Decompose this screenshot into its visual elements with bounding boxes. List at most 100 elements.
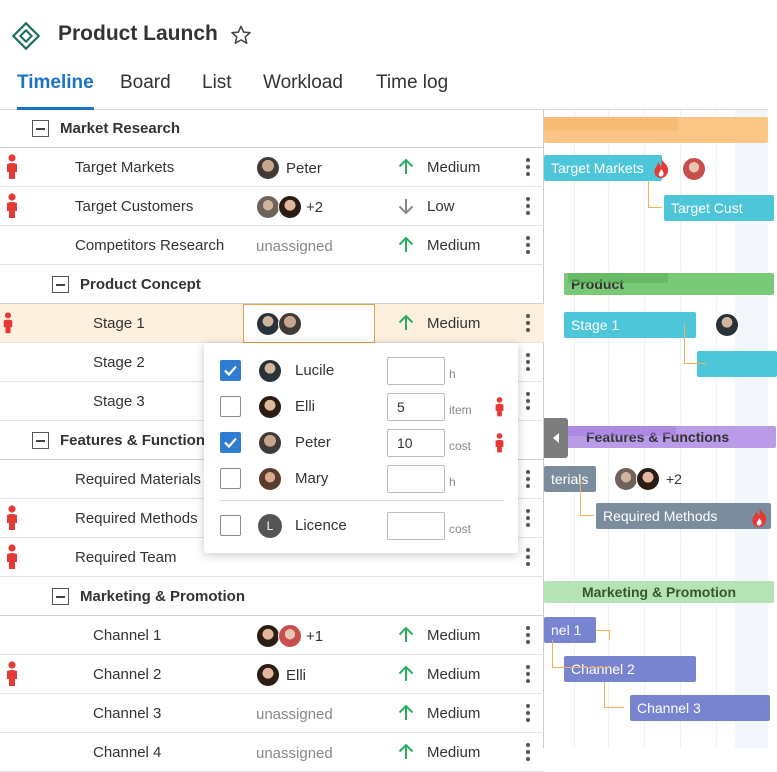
assignee-option[interactable]: Petercost <box>204 429 518 460</box>
tab-board[interactable]: Board <box>120 72 171 93</box>
gantt-task-bar[interactable]: nel 1 <box>544 617 596 643</box>
priority-cell[interactable]: Medium <box>396 157 480 177</box>
task-name[interactable]: Required Team <box>75 549 177 566</box>
tab-time-log[interactable]: Time log <box>376 72 449 93</box>
assignee-cell[interactable]: unassigned <box>256 740 333 766</box>
collapse-toggle[interactable] <box>32 120 49 137</box>
gantt-task-bar[interactable]: Channel 2 <box>564 656 696 682</box>
collapse-toggle[interactable] <box>32 432 49 449</box>
row-menu-icon[interactable] <box>522 158 534 178</box>
gantt-task-bar[interactable]: terials <box>544 466 596 492</box>
row-menu-icon[interactable] <box>522 704 534 724</box>
assignee-cell[interactable]: +2 <box>256 194 323 220</box>
task-name[interactable]: Required Materials <box>75 471 201 488</box>
assignee-checkbox[interactable] <box>220 432 241 453</box>
assignee-option[interactable]: Elliitem <box>204 393 518 424</box>
assignee-cell[interactable]: unassigned <box>256 701 333 727</box>
task-name[interactable]: Channel 4 <box>93 744 162 761</box>
table-row[interactable]: Target Markets Peter Medium <box>0 148 544 187</box>
assignee-checkbox[interactable] <box>220 396 241 417</box>
avatar <box>256 663 280 687</box>
table-row[interactable]: Channel 2 Elli Medium <box>0 655 544 694</box>
priority-cell[interactable]: Medium <box>396 742 480 762</box>
table-group-row[interactable]: Product Concept <box>0 265 544 304</box>
assignee-checkbox[interactable] <box>220 468 241 489</box>
gantt-task-bar[interactable]: Channel 3 <box>630 695 770 721</box>
more-assignees-count: +1 <box>306 627 324 645</box>
row-menu-icon[interactable] <box>522 743 534 763</box>
table-row[interactable]: Required Team <box>0 538 544 577</box>
workload-input[interactable] <box>387 429 445 457</box>
table-group-row[interactable]: Market Research <box>0 109 544 148</box>
workload-input[interactable] <box>387 465 445 493</box>
task-name[interactable]: Stage 3 <box>93 393 145 410</box>
dependency-link <box>648 181 662 208</box>
avatar <box>682 157 706 181</box>
task-name[interactable]: Channel 1 <box>93 627 162 644</box>
row-menu-icon[interactable] <box>522 509 534 529</box>
row-menu-icon[interactable] <box>522 548 534 568</box>
table-row[interactable]: Channel 4 unassigned Medium <box>0 733 544 772</box>
task-name[interactable]: Stage 2 <box>93 354 145 371</box>
gantt-summary-bar[interactable]: Features & Functions <box>566 426 776 448</box>
priority-cell[interactable]: Low <box>396 196 455 216</box>
tab-list[interactable]: List <box>202 72 232 93</box>
task-name[interactable]: Target Markets <box>75 159 175 176</box>
gantt-summary-bar[interactable]: Marketing & Promotion <box>544 581 774 603</box>
task-name[interactable]: Channel 3 <box>93 705 162 722</box>
task-name[interactable]: Competitors Research <box>75 237 225 254</box>
favorite-star-icon[interactable] <box>230 24 252 46</box>
task-name[interactable]: Stage 1 <box>93 315 145 332</box>
collapse-toggle[interactable] <box>52 588 69 605</box>
row-menu-icon[interactable] <box>522 236 534 256</box>
row-menu-icon[interactable] <box>522 626 534 646</box>
table-row[interactable]: Competitors Research unassigned Medium <box>0 226 544 265</box>
assignee-name: Peter <box>286 159 322 177</box>
task-name[interactable]: Required Methods <box>75 510 198 527</box>
collapse-toggle[interactable] <box>52 276 69 293</box>
tab-workload[interactable]: Workload <box>263 72 343 93</box>
assignee-cell[interactable]: unassigned <box>256 233 333 259</box>
priority-cell[interactable]: Medium <box>396 625 480 645</box>
table-group-row[interactable]: Marketing & Promotion <box>0 577 544 616</box>
table-row[interactable]: Channel 1 +1 Medium <box>0 616 544 655</box>
gantt-task-bar[interactable]: Target Cust <box>664 195 774 221</box>
table-row[interactable]: Target Customers +2 Low <box>0 187 544 226</box>
row-menu-icon[interactable] <box>522 470 534 490</box>
table-row[interactable]: Stage 1 Medium <box>0 304 544 343</box>
tab-timeline[interactable]: Timeline <box>17 70 94 110</box>
task-name[interactable]: Product Concept <box>80 276 201 293</box>
gantt-task-bar[interactable]: Target Markets <box>544 155 662 181</box>
priority-cell[interactable]: Medium <box>396 703 480 723</box>
gantt-task-bar[interactable] <box>697 351 777 377</box>
row-menu-icon[interactable] <box>522 665 534 685</box>
priority-cell[interactable]: Medium <box>396 235 480 255</box>
gantt-task-bar[interactable]: Required Methods <box>596 503 771 529</box>
task-name[interactable]: Channel 2 <box>93 666 162 683</box>
workload-input[interactable] <box>387 357 445 385</box>
priority-cell[interactable]: Medium <box>396 664 480 684</box>
assignee-cell[interactable]: Peter <box>256 155 322 181</box>
priority-cell[interactable]: Medium <box>396 313 480 333</box>
row-menu-icon[interactable] <box>522 197 534 217</box>
task-name[interactable]: Features & Functions <box>60 432 214 449</box>
assignee-cell[interactable]: +1 <box>256 623 323 649</box>
task-name[interactable]: Target Customers <box>75 198 194 215</box>
row-menu-icon[interactable] <box>522 314 534 334</box>
assignee-checkbox[interactable] <box>220 360 241 381</box>
task-name[interactable]: Marketing & Promotion <box>80 588 246 605</box>
assignee-cell[interactable] <box>256 311 302 337</box>
gantt-task-bar[interactable]: Stage 1 <box>564 312 696 338</box>
task-name[interactable]: Market Research <box>60 120 181 137</box>
row-menu-icon[interactable] <box>522 353 534 373</box>
assignee-cell[interactable]: Elli <box>256 662 306 688</box>
workload-input[interactable] <box>387 393 445 421</box>
collapse-panel-button[interactable] <box>544 418 568 458</box>
workload-input[interactable] <box>387 512 445 540</box>
assignee-checkbox[interactable] <box>220 515 241 536</box>
row-menu-icon[interactable] <box>522 392 534 412</box>
table-row[interactable]: Channel 3 unassigned Medium <box>0 694 544 733</box>
